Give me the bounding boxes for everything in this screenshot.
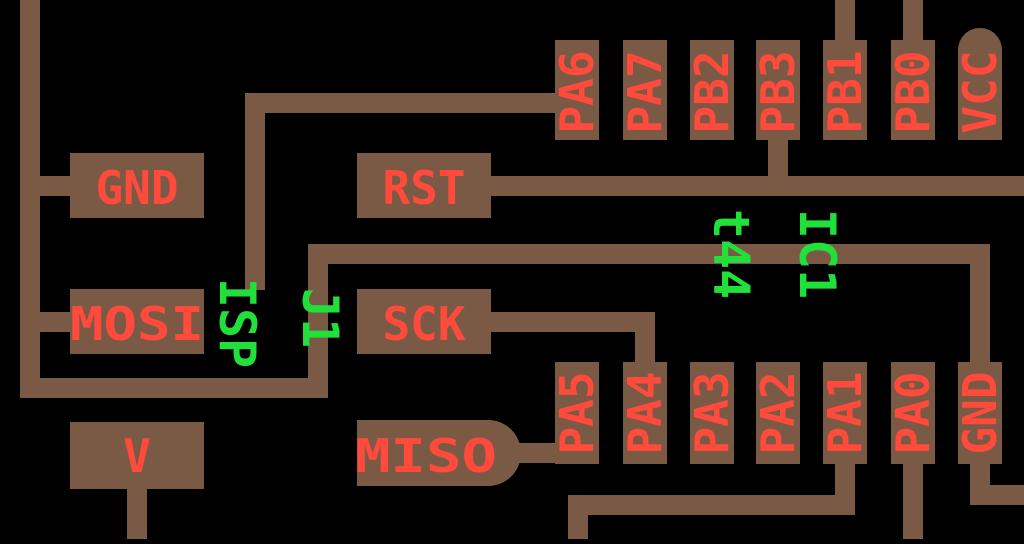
ic-value-label: t44 — [702, 209, 760, 299]
ic-pad-vcc — [958, 28, 1002, 140]
j1-designator: J1 — [291, 288, 349, 348]
label-mosi: MOSI — [70, 297, 204, 351]
ic1-designator: IC1 — [788, 209, 846, 299]
pin-label-ic-gnd: GND — [953, 371, 1007, 454]
pin-label-pa6: PA6 — [550, 50, 604, 133]
trace-pa6-mosi — [245, 93, 575, 290]
ic-pad-pa0 — [891, 362, 935, 464]
trace-sck-pa4 — [480, 312, 655, 375]
pin-label-pa0: PA0 — [886, 371, 940, 454]
isp-pads — [70, 153, 521, 489]
pad-mosi — [70, 289, 204, 354]
pin-label-pa2: PA2 — [751, 371, 805, 454]
ic-pad-pa1 — [823, 362, 867, 464]
ic-pad-pb1 — [823, 40, 867, 140]
pin-label-pb0: PB0 — [886, 50, 940, 133]
ic-pad-pa4 — [623, 362, 667, 464]
pad-miso — [357, 420, 521, 486]
pin-label-pa5: PA5 — [550, 371, 604, 454]
ic-top-pin-labels: PA6 PA7 PB2 PB3 PB1 PB0 VCC — [550, 50, 1007, 133]
label-gnd: GND — [95, 161, 178, 215]
label-sck: SCK — [382, 297, 465, 351]
pin-label-pa4: PA4 — [618, 371, 672, 454]
pin-label-vcc: VCC — [953, 50, 1007, 133]
pad-gnd — [70, 153, 204, 218]
ic-bottom-pin-labels: PA5 PA4 PA3 PA2 PA1 PA0 GND — [550, 371, 1007, 454]
isp-value-label: ISP — [208, 278, 266, 368]
pad-rst — [357, 153, 491, 218]
trace-ic-gnd — [970, 460, 1024, 505]
isp-pad-labels: GND RST MOSI SCK V MISO — [70, 161, 497, 483]
ic-pad-pb3 — [756, 40, 800, 140]
pad-sck — [357, 289, 491, 354]
ic-pad-pb2 — [690, 40, 734, 140]
pin-label-pb3: PB3 — [751, 50, 805, 133]
ic-pad-pa3 — [690, 362, 734, 464]
ic-pad-pa7 — [623, 40, 667, 140]
pin-label-pa1: PA1 — [818, 371, 872, 454]
ic-pads — [555, 28, 1002, 464]
ic-pad-pb0 — [891, 40, 935, 140]
silkscreen: ISP J1 IC1 t44 — [208, 209, 846, 368]
trace-pa1 — [568, 460, 855, 539]
pin-label-pb1: PB1 — [818, 50, 872, 133]
ic-pad-gnd — [958, 362, 1002, 464]
pin-label-pa7: PA7 — [618, 50, 672, 133]
ic-pad-pa6 — [555, 40, 599, 140]
ic-pad-pa5 — [555, 362, 599, 464]
pad-v — [70, 422, 204, 489]
pin-label-pa3: PA3 — [685, 371, 739, 454]
label-v: V — [123, 429, 151, 483]
label-miso: MISO — [355, 429, 497, 483]
label-rst: RST — [382, 161, 465, 215]
ic-pad-pa2 — [756, 362, 800, 464]
pin-label-pb2: PB2 — [685, 50, 739, 133]
